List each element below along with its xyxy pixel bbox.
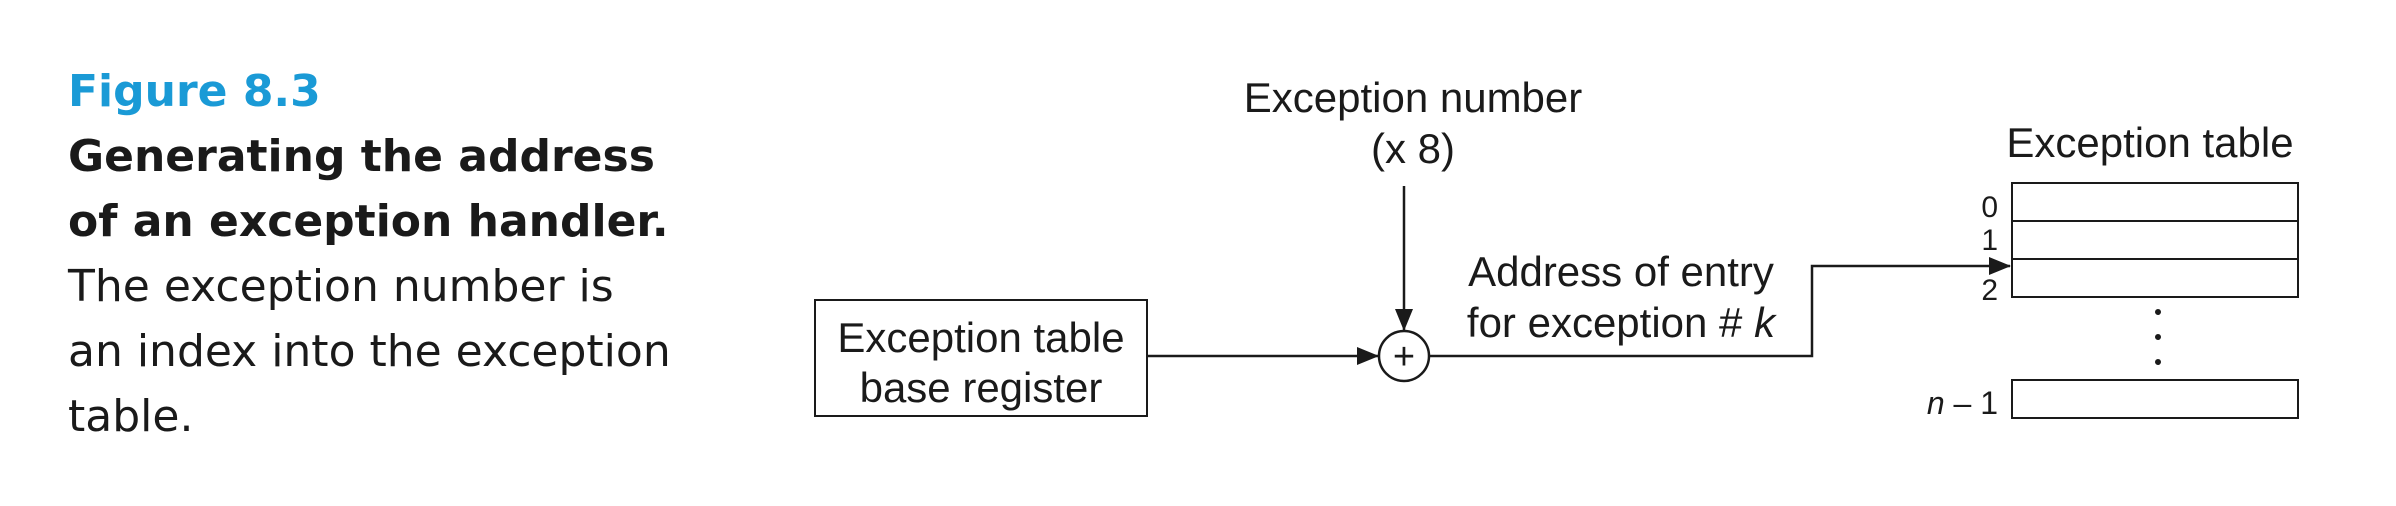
exception-number-multiplier-label: (x 8): [1371, 125, 1455, 172]
base-register-label-line-2: base register: [860, 364, 1103, 411]
caption-body-line-2: an index into the exception: [68, 326, 671, 377]
address-label-line-2: for exception # k: [1467, 299, 1777, 346]
row-index-2: 2: [1981, 274, 1998, 307]
row-index-1: 1: [1981, 224, 1998, 257]
row-index-last-suffix: – 1: [1945, 385, 1998, 421]
base-register-box: [814, 299, 1148, 417]
address-label-line-1: Address of entry: [1468, 248, 1774, 295]
caption-body-line-3: table.: [68, 391, 194, 442]
row-index-0: 0: [1981, 191, 1998, 224]
caption-body-line-1: The exception number is: [68, 261, 614, 312]
base-register-label-line-1: Exception table: [837, 314, 1124, 361]
caption-title-line-1: Generating the address: [68, 131, 655, 182]
exception-table-row-last: [2011, 379, 2299, 419]
address-label-variable-k: k: [1754, 299, 1777, 346]
exception-table-row-2: [2011, 258, 2299, 298]
exception-table-row-0: [2011, 182, 2299, 222]
address-output-arrow: [1429, 257, 2011, 358]
figure-number: Figure 8.3: [68, 66, 321, 117]
table-ellipsis: [2155, 309, 2161, 365]
row-index-last: n – 1: [1927, 385, 1998, 421]
row-index-last-n: n: [1927, 385, 1945, 421]
exception-table-title: Exception table: [2006, 119, 2293, 166]
caption-title-line-2: of an exception handler.: [68, 196, 669, 247]
adder-plus-symbol: +: [1393, 336, 1415, 378]
exception-table-row-1: [2011, 220, 2299, 260]
figure-caption: Figure 8.3 Generating the address of an …: [68, 60, 708, 449]
exception-number-label: Exception number: [1244, 74, 1583, 121]
address-label-prefix: for exception #: [1467, 299, 1754, 346]
